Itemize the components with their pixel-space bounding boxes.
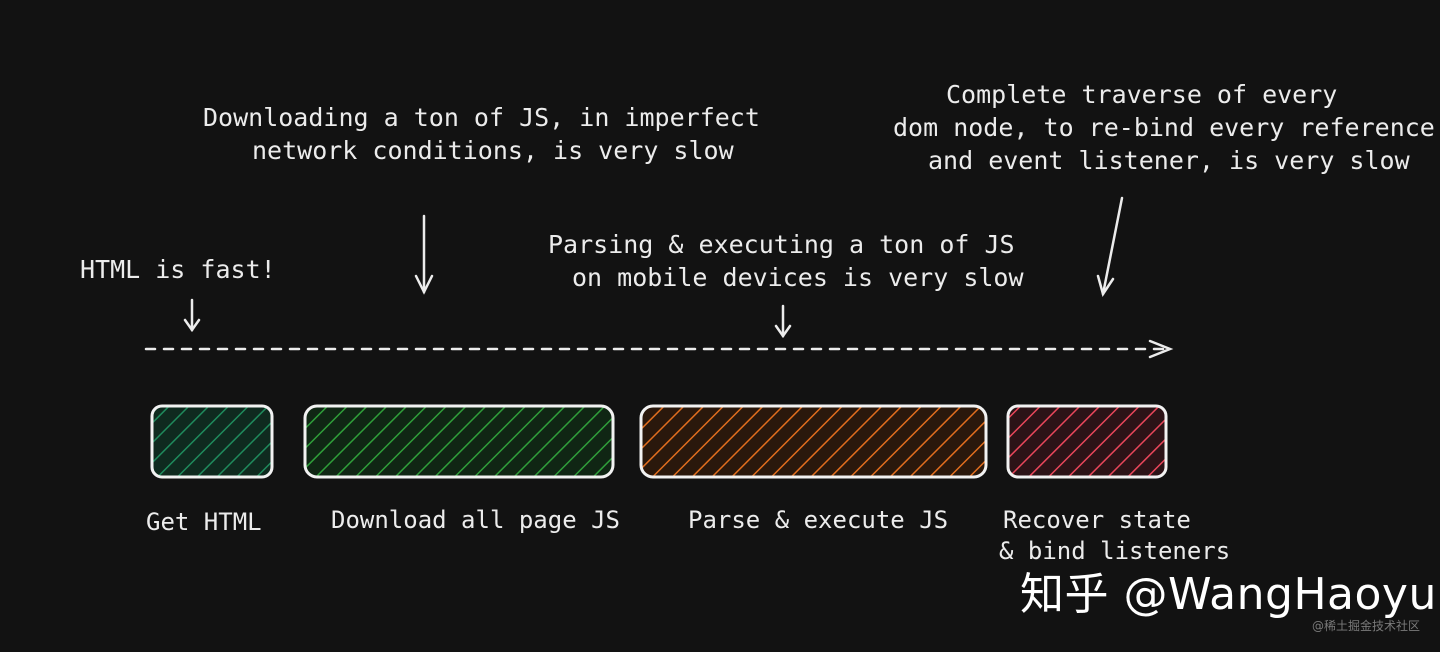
stage-label-recover-state-line-2: & bind listeners bbox=[999, 537, 1230, 565]
stage-bar-recover-state bbox=[1006, 404, 1168, 479]
down-arrow-icon bbox=[774, 304, 792, 339]
stage-label-recover-state-line-1: Recover state bbox=[1003, 506, 1191, 534]
stage-bar-get-html bbox=[150, 404, 274, 479]
annotation-download-line-1: Downloading a ton of JS, in imperfect bbox=[203, 103, 760, 132]
annotation-traverse-line-1: Complete traverse of every bbox=[946, 80, 1337, 109]
timeline-arrow bbox=[144, 339, 1174, 359]
down-arrow-icon bbox=[1096, 196, 1124, 297]
annotation-parse-line-2: on mobile devices is very slow bbox=[572, 263, 1024, 292]
annotation-parse-line-1: Parsing & executing a ton of JS bbox=[548, 230, 1015, 259]
watermark: 知乎 @WangHaoyu bbox=[1020, 569, 1437, 620]
stage-label-download-js: Download all page JS bbox=[331, 506, 620, 534]
stage-bar-parse-execute bbox=[639, 404, 988, 479]
annotation-traverse-line-2: dom node, to re-bind every reference bbox=[893, 113, 1435, 142]
annotation-traverse-line-3: and event listener, is very slow bbox=[928, 146, 1411, 175]
stage-label-get-html: Get HTML bbox=[146, 508, 262, 536]
corner-watermark: @稀土掘金技术社区 bbox=[1311, 619, 1420, 633]
annotation-download-line-2: network conditions, is very slow bbox=[252, 136, 735, 165]
stage-label-parse-execute: Parse & execute JS bbox=[688, 506, 948, 534]
down-arrow-icon bbox=[183, 298, 201, 333]
down-arrow-icon bbox=[414, 214, 434, 295]
stage-bar-download-js bbox=[303, 404, 615, 479]
annotation-html-fast: HTML is fast! bbox=[80, 255, 276, 284]
